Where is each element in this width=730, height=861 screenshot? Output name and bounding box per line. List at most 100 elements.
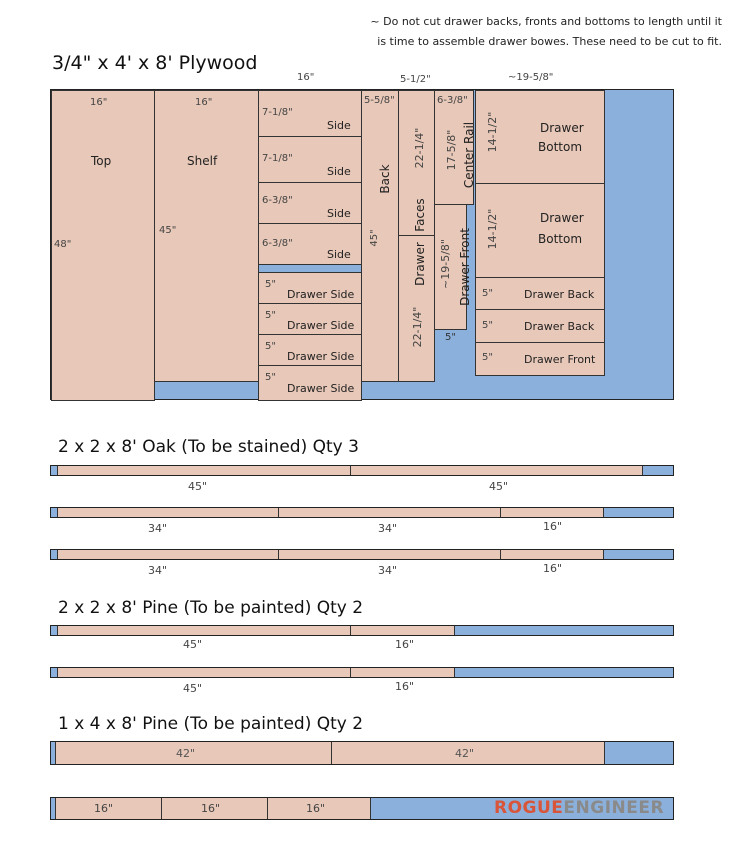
oak-board-1 [50, 465, 674, 476]
col-dim-19-5-8: ~19-5/8" [508, 72, 554, 83]
shelf-label: Shelf [187, 154, 218, 168]
drawer-front-small-label: Drawer Front [524, 353, 596, 366]
cut-segment [500, 508, 604, 517]
drawer-front-vertical-piece: ~19-5/8" Drawer Front [434, 204, 472, 330]
back-piece: 5-5/8" Back 45" [361, 90, 399, 382]
cut-label: 42" [176, 747, 196, 760]
drawer-side-piece-3: 5" Drawer Side [258, 334, 362, 366]
pine-1x4-board-2 [50, 797, 674, 820]
center-rail-piece: 6-3/8" 17-5/8" Center Rail [434, 90, 476, 205]
cut-label: 16" [543, 520, 563, 533]
cut-segment [57, 508, 279, 517]
cut-label: 45" [183, 682, 203, 695]
side-dim: 7-1/8" [262, 107, 293, 118]
cut-segment [331, 742, 605, 764]
pine-2x2-title: 2 x 2 x 8' Pine (To be painted) Qty 2 [58, 598, 364, 618]
oak-title: 2 x 2 x 8' Oak (To be stained) Qty 3 [58, 437, 359, 457]
back-length: 45" [369, 229, 380, 247]
cut-label: 45" [188, 480, 208, 493]
drawer-side-label: Drawer Side [287, 350, 355, 363]
cut-segment [267, 798, 371, 819]
cut-segment [57, 668, 351, 677]
drawer-front-dim: 5" [482, 352, 493, 363]
side-label: Side [327, 165, 351, 178]
face-length: 22-1/4" [413, 127, 426, 169]
pine-2x2-board-2 [50, 667, 674, 678]
side-piece-1: 7-1/8" Side [258, 90, 362, 137]
cut-label: 45" [183, 638, 203, 651]
cut-label: 34" [378, 522, 398, 535]
col-dim-16: 16" [297, 72, 315, 83]
cut-label: 16" [395, 638, 415, 651]
cutting-note: ~ Do not cut drawer backs, fronts and bo… [370, 12, 722, 52]
drawer-bottom-label-2: Bottom [538, 232, 583, 246]
drawer-front-piece: 5" Drawer Front [475, 342, 605, 376]
back-label: Back [378, 164, 392, 194]
cut-label: 16" [543, 562, 563, 575]
drawer-side-label: Drawer Side [287, 382, 355, 395]
drawer-side-label: Drawer Side [287, 319, 355, 332]
pine-1x4-title: 1 x 4 x 8' Pine (To be painted) Qty 2 [58, 714, 364, 734]
drawer-back-piece-1: 5" Drawer Back [475, 277, 605, 310]
drawer-side-dim: 5" [265, 341, 276, 352]
shelf-piece: 16" Shelf 45" [154, 90, 259, 382]
cut-segment [350, 466, 643, 475]
face-piece-1: 22-1/4" Faces [398, 90, 435, 236]
cut-label: 16" [201, 802, 221, 815]
drawer-side-piece-1: 5" Drawer Side [258, 272, 362, 304]
logo-engineer: ENGINEER [563, 798, 665, 818]
scrap-dim: 5" [445, 332, 456, 343]
side-dim: 7-1/8" [262, 153, 293, 164]
top-length: 48" [54, 239, 72, 250]
cut-label: 16" [94, 802, 114, 815]
side-label: Side [327, 207, 351, 220]
cut-label: 42" [455, 747, 475, 760]
side-piece-2: 7-1/8" Side [258, 136, 362, 183]
face-piece-2: Drawer 22-1/4" [398, 235, 435, 382]
plywood-sheet: 16" Top 48" 16" Shelf 45" 7-1/8" Side 7-… [50, 89, 674, 401]
plywood-title: 3/4" x 4' x 8' Plywood [52, 52, 258, 74]
cut-label: 45" [489, 480, 509, 493]
drawer-side-dim: 5" [265, 279, 276, 290]
center-rail-length: 17-5/8" [445, 129, 458, 171]
drawer-bottom-label-1: Drawer [540, 211, 584, 225]
faces-label: Faces [413, 198, 427, 232]
drawer-bottom-piece-2: 14-1/2" Drawer Bottom [475, 183, 605, 278]
side-piece-3: 6-3/8" Side [258, 182, 362, 224]
drawer-side-piece-4: 5" Drawer Side [258, 365, 362, 401]
drawer-back-piece-2: 5" Drawer Back [475, 309, 605, 343]
logo-rogue: ROGUE [494, 798, 564, 818]
oak-board-2 [50, 507, 674, 518]
side-dim: 6-3/8" [262, 195, 293, 206]
cut-segment [350, 626, 455, 635]
cut-segment [500, 550, 604, 559]
drawer-faces-label: Drawer [413, 242, 427, 286]
drawer-bottom-label-2: Bottom [538, 140, 583, 154]
back-width: 5-5/8" [364, 95, 395, 106]
drawer-back-dim: 5" [482, 320, 493, 331]
drawer-side-dim: 5" [265, 372, 276, 383]
drawer-bottom-dim: 14-1/2" [486, 111, 499, 153]
shelf-length: 45" [159, 225, 177, 236]
drawer-side-label: Drawer Side [287, 288, 355, 301]
cut-label: 34" [378, 564, 398, 577]
top-width: 16" [90, 97, 108, 108]
drawer-bottom-label-1: Drawer [540, 121, 584, 135]
rogue-engineer-logo: ROGUEENGINEER [494, 798, 664, 818]
drawer-back-label: Drawer Back [524, 320, 595, 333]
cut-segment [57, 466, 351, 475]
drawer-bottom-dim: 14-1/2" [486, 208, 499, 250]
drawer-bottom-piece-1: 14-1/2" Drawer Bottom [475, 90, 605, 184]
top-piece: 16" Top 48" [51, 90, 155, 401]
drawer-front-label: Drawer Front [458, 228, 472, 306]
side-label: Side [327, 248, 351, 261]
drawer-back-dim: 5" [482, 288, 493, 299]
col-dim-5-1-2: 5-1/2" [400, 74, 431, 85]
cut-label: 16" [395, 680, 415, 693]
drawer-front-length: ~19-5/8" [439, 239, 452, 289]
shelf-width: 16" [195, 97, 213, 108]
side-label: Side [327, 119, 351, 132]
cut-segment [350, 668, 455, 677]
drawer-side-piece-2: 5" Drawer Side [258, 303, 362, 335]
pine-1x4-board-1 [50, 741, 674, 765]
